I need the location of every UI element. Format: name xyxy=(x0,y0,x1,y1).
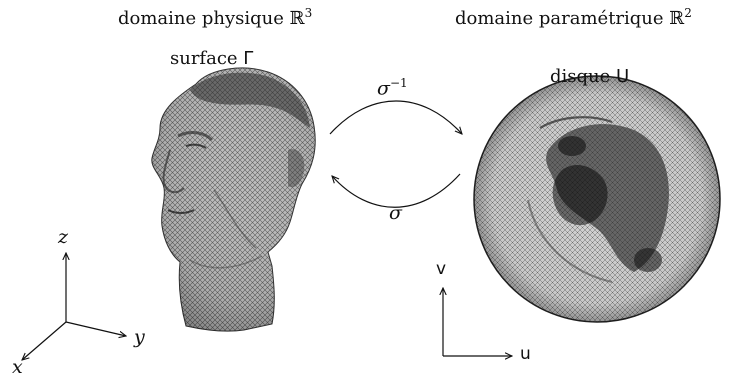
axes-2d xyxy=(443,288,512,356)
axis-v-label: v xyxy=(436,259,446,279)
surface-label-word: surface xyxy=(170,48,238,69)
head-mesh-surface xyxy=(152,68,315,331)
physical-domain-title-text: domaine physique xyxy=(118,8,284,29)
disk-label: disque U xyxy=(550,66,629,87)
axis-x-label: x xyxy=(12,356,23,378)
parametric-domain-power: 2 xyxy=(684,6,692,20)
parametric-domain-space: ℝ xyxy=(669,8,684,29)
disk-label-symbol: U xyxy=(616,66,629,87)
surface-label-symbol: Γ xyxy=(243,48,253,69)
axis-y-label: y xyxy=(134,326,145,348)
parametric-domain-title: domaine paramétrique ℝ2 xyxy=(455,6,692,29)
sigma-inverse-arrow xyxy=(330,101,462,134)
surface-label: surface Γ xyxy=(170,48,253,69)
sigma-label: σ xyxy=(389,202,402,224)
sigma-inverse-symbol: σ xyxy=(377,77,390,99)
disk-label-word: disque xyxy=(550,66,610,87)
disk-mesh-parametric xyxy=(474,76,720,322)
axes-3d xyxy=(22,253,126,360)
physical-domain-power: 3 xyxy=(305,6,313,20)
physical-domain-space: ℝ xyxy=(290,8,305,29)
sigma-inverse-label: σ−1 xyxy=(377,76,408,99)
physical-domain-title: domaine physique ℝ3 xyxy=(118,6,312,29)
sigma-inverse-power: −1 xyxy=(390,76,408,90)
sigma-symbol: σ xyxy=(389,202,402,224)
axis-u-label: u xyxy=(520,344,531,364)
axis-z-label: z xyxy=(58,226,68,248)
parametric-domain-title-text: domaine paramétrique xyxy=(455,8,664,29)
